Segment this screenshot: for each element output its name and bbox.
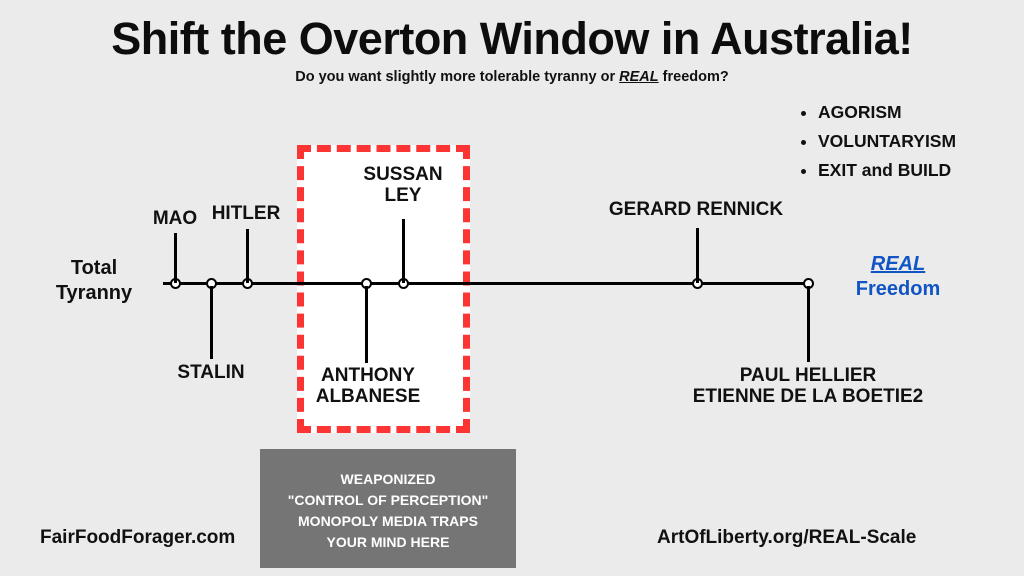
node-label-hitler: HITLER: [211, 203, 281, 224]
media-warning-line-1: WEAPONIZED: [340, 470, 436, 487]
media-warning-line-4: YOUR MIND HERE: [326, 533, 450, 550]
page-title: Shift the Overton Window in Australia!: [111, 13, 913, 64]
bullet-item-exit-and-build: EXIT and BUILD: [818, 156, 956, 185]
axis-label-freedom-word: Freedom: [855, 278, 941, 300]
subtitle-emphasis-real: REAL: [619, 69, 659, 85]
stem-sussan-ley: [402, 219, 405, 283]
page-subtitle: Do you want slightly more tolerable tyra…: [0, 69, 1024, 85]
stem-stalin: [210, 286, 213, 359]
bullet-item-voluntaryism: VOLUNTARYISM: [818, 127, 956, 156]
stem-gerard-rennick: [696, 228, 699, 283]
axis-label-real-word: REAL: [870, 253, 926, 275]
node-label-stalin: STALIN: [177, 362, 245, 383]
stem-paul-hellier: [807, 286, 810, 362]
media-warning-box: WEAPONIZED "CONTROL OF PERCEPTION" MONOP…: [260, 449, 516, 568]
node-label-gerard-rennick: GERARD RENNICK: [608, 199, 784, 220]
axis-label-total-tyranny: Total Tyranny: [55, 257, 133, 304]
node-label-sussan-ley: SUSSAN LEY: [363, 164, 443, 206]
node-label-mao: MAO: [152, 208, 198, 229]
solutions-bullet-list: AGORISM VOLUNTARYISM EXIT and BUILD: [800, 98, 956, 185]
media-warning-line-2: "CONTROL OF PERCEPTION": [287, 491, 489, 508]
footer-link-artofliberty[interactable]: ArtOfLiberty.org/REAL-Scale: [657, 527, 917, 548]
scale-axis-line: [163, 282, 809, 285]
subtitle-text-after: freedom?: [658, 69, 729, 85]
axis-label-real-freedom: REAL Freedom: [828, 252, 968, 302]
node-label-anthony-albanese: ANTHONY ALBANESE: [315, 365, 421, 407]
stem-hitler: [246, 229, 249, 283]
media-warning-line-3: MONOPOLY MEDIA TRAPS: [298, 512, 478, 529]
overton-window-highlight-box: [297, 145, 470, 433]
footer-link-fairfoodforager[interactable]: FairFoodForager.com: [40, 527, 236, 548]
subtitle-text-before: Do you want slightly more tolerable tyra…: [295, 69, 620, 85]
node-label-paul-hellier-etienne-de-la-boetie2: PAUL HELLIER ETIENNE DE LA BOETIE2: [692, 365, 924, 407]
stem-mao: [174, 233, 177, 283]
stem-anthony-albanese: [365, 286, 368, 363]
bullet-item-agorism: AGORISM: [818, 98, 956, 127]
